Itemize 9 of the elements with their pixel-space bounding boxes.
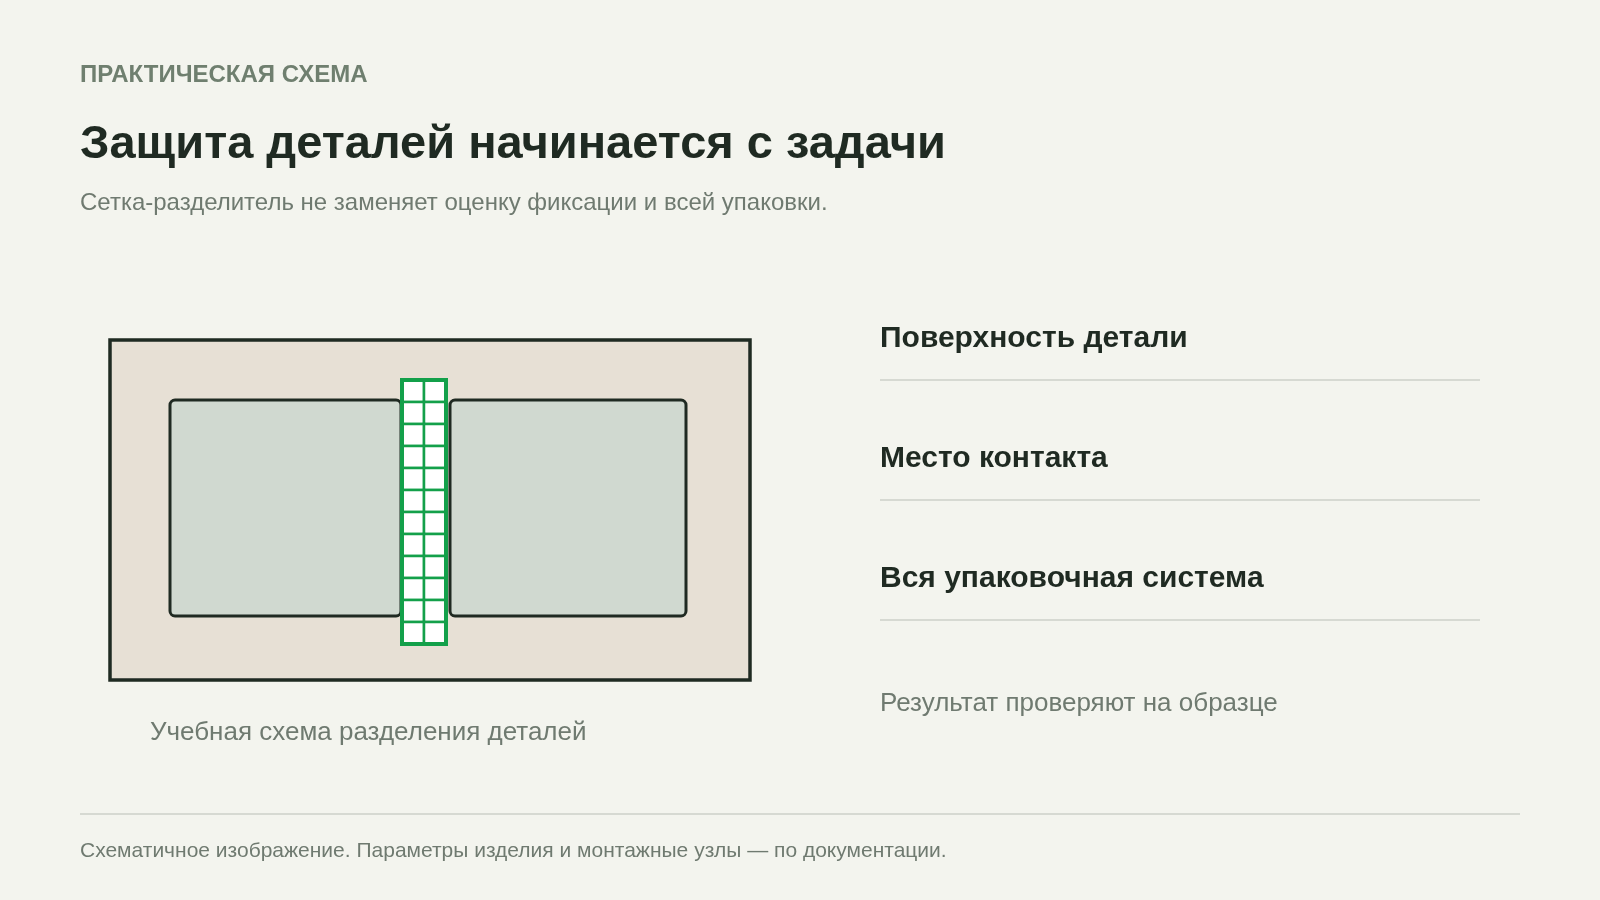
footer-note: Схематичное изображение. Параметры изделия и монтажные узлы — по документации. xyxy=(80,838,947,862)
list-item-heading: Поверхность детали xyxy=(880,320,1188,354)
note-text: Результат проверяют на образце xyxy=(880,687,1278,718)
list-item-heading: Место контакта xyxy=(880,440,1108,474)
subtitle-text: Сетка-разделитель не заменяет оценку фиксации и всей упаковки. xyxy=(80,188,828,216)
title: Защита деталей начинается с задачи xyxy=(80,114,946,169)
kicker-text: ПРАКТИЧЕСКАЯ СХЕМА xyxy=(80,60,368,88)
figure-caption: Учебная схема разделения деталей xyxy=(150,716,587,747)
list-item-heading: Вся упаковочная система xyxy=(880,560,1264,594)
